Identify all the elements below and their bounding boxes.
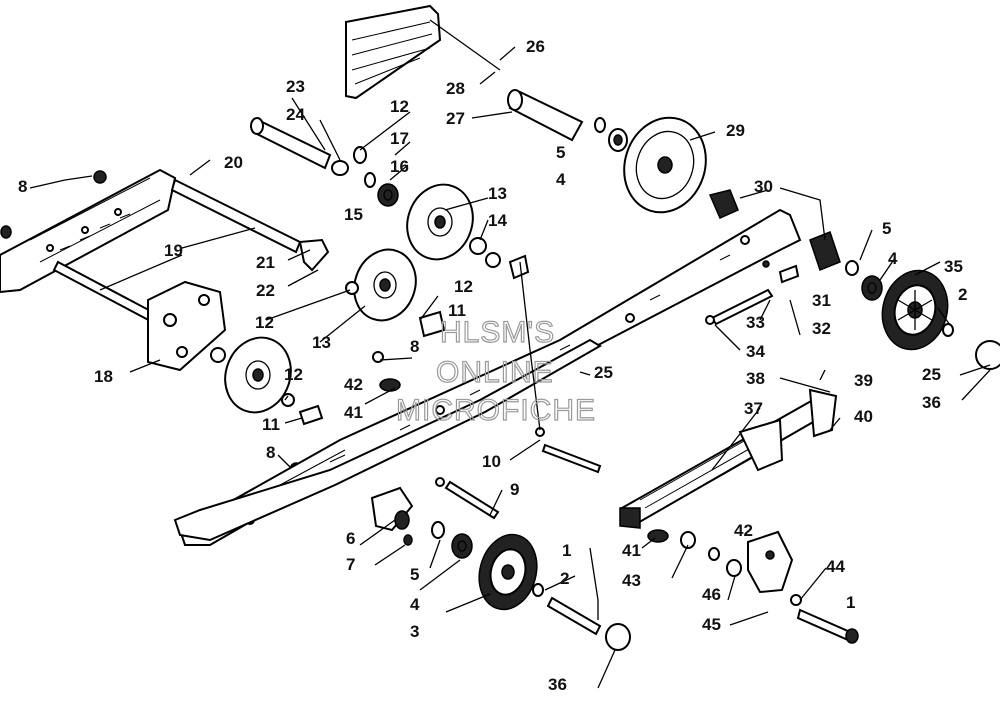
callout-4: 4 [888, 249, 898, 268]
idler-wheels-13 [224, 183, 474, 414]
callout-5: 5 [556, 143, 565, 162]
callout-35: 35 [944, 257, 963, 276]
shock-37 [619, 388, 838, 529]
callout-5: 5 [882, 219, 891, 238]
watermark-line-3: MICROFICHE [396, 394, 596, 427]
callout-31: 31 [812, 291, 831, 310]
callout-27: 27 [446, 109, 465, 128]
upper-idler-29 [594, 116, 707, 214]
callout-21: 21 [256, 253, 275, 272]
callout-7: 7 [346, 555, 355, 574]
callout-22: 22 [256, 281, 275, 300]
callout-3: 3 [410, 622, 419, 641]
callout-11: 11 [262, 415, 280, 434]
callout-numbers: 1 1 2 2 3 4 4 4 5 5 5 6 7 8 8 8 9 10 11 … [18, 37, 967, 694]
callout-26: 26 [526, 37, 545, 56]
callout-4: 4 [556, 170, 566, 189]
watermark: HLSM'S ONLINE MICROFICHE [395, 315, 596, 427]
callout-42: 42 [734, 521, 753, 540]
callout-45: 45 [702, 615, 721, 634]
callout-6: 6 [346, 529, 355, 548]
callout-33: 33 [746, 313, 765, 332]
front-arm-parts [379, 378, 859, 644]
callout-44: 44 [826, 557, 845, 576]
callout-8: 8 [410, 337, 419, 356]
callout-37: 37 [744, 399, 763, 418]
callout-34: 34 [746, 342, 765, 361]
callout-15: 15 [344, 205, 363, 224]
callout-25: 25 [922, 365, 941, 384]
callout-36: 36 [922, 393, 941, 412]
callout-2: 2 [560, 569, 569, 588]
washers-and-bearings [0, 146, 530, 478]
axle-hubs-30 [708, 189, 883, 301]
callout-9: 9 [510, 480, 519, 499]
callout-29: 29 [726, 121, 745, 140]
callout-28: 28 [446, 79, 465, 98]
callout-32: 32 [812, 319, 831, 338]
cross-shafts [52, 89, 584, 326]
callout-18: 18 [94, 367, 113, 386]
rear-wheel-35 [881, 269, 1000, 370]
callout-20: 20 [224, 153, 243, 172]
callout-42: 42 [344, 375, 363, 394]
callout-8: 8 [266, 443, 275, 462]
callout-10: 10 [482, 452, 501, 471]
right-long-rail [178, 208, 802, 546]
callout-14: 14 [488, 211, 507, 230]
callout-1: 1 [562, 541, 571, 560]
watermark-line-1: HLSM'S [440, 316, 555, 349]
callout-40: 40 [854, 407, 873, 426]
callout-4: 4 [410, 595, 420, 614]
callout-30: 30 [754, 177, 773, 196]
callout-13: 13 [312, 333, 331, 352]
callout-41: 41 [344, 403, 363, 422]
callout-1: 1 [846, 593, 855, 612]
callout-36: 36 [548, 675, 567, 694]
watermark-line-2: ONLINE [436, 356, 554, 389]
callout-46: 46 [702, 585, 721, 604]
callout-24: 24 [286, 105, 305, 124]
callout-13: 13 [488, 184, 507, 203]
leader-lines [29, 46, 991, 689]
callout-41: 41 [622, 541, 641, 560]
callout-19: 19 [164, 241, 183, 260]
callout-25: 25 [594, 363, 613, 382]
callout-38: 38 [746, 369, 765, 388]
callout-5: 5 [410, 565, 419, 584]
callout-39: 39 [854, 371, 873, 390]
callout-12: 12 [255, 313, 274, 332]
callout-2: 2 [958, 285, 967, 304]
left-lower-rail [173, 338, 602, 542]
left-frame-rail [0, 168, 177, 294]
bolts-9-10 [435, 427, 602, 520]
bolt-34 [705, 260, 800, 326]
callout-8: 8 [18, 177, 27, 196]
upper-frame-bracket [345, 4, 501, 100]
lower-wheel-3 [370, 486, 631, 651]
callout-12: 12 [454, 277, 473, 296]
callout-43: 43 [622, 571, 641, 590]
callout-11: 11 [448, 301, 466, 320]
callout-17: 17 [390, 129, 409, 148]
callout-23: 23 [286, 77, 305, 96]
front-arm-bracket [147, 238, 330, 372]
callout-12: 12 [284, 365, 303, 384]
callout-12: 12 [390, 97, 409, 116]
callout-16: 16 [390, 157, 409, 176]
